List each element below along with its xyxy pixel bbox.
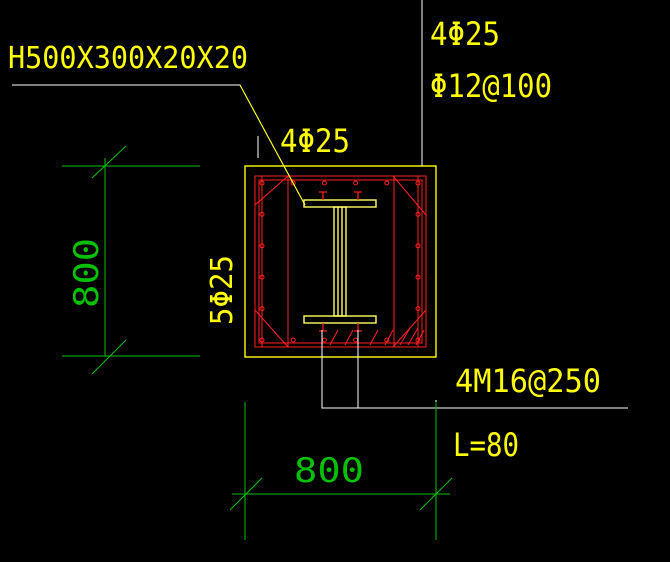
height-dimension <box>62 145 200 375</box>
width-dimension-text: 800 <box>294 451 364 491</box>
rebar-dot <box>259 274 265 280</box>
rebar-dot <box>415 274 421 280</box>
rebar-dot <box>290 180 296 186</box>
section-steel-leader <box>239 84 306 206</box>
rebar-dot <box>259 211 265 217</box>
rebar-dot <box>353 180 359 186</box>
rebar-dot <box>290 337 296 343</box>
longitudinal-bars <box>259 180 421 343</box>
rebar-dot <box>321 180 327 186</box>
rebar-dot <box>415 306 421 312</box>
section-steel-label: H500X300X20X20 <box>8 41 248 76</box>
rebar-dot <box>415 337 421 343</box>
rebar-dot <box>415 243 421 249</box>
shear-studs <box>319 191 362 332</box>
rebar-dot <box>415 211 421 217</box>
rebar-dot <box>259 243 265 249</box>
width-dimension <box>229 402 453 540</box>
rebar-dot <box>259 306 265 312</box>
rebar-dot <box>415 180 421 186</box>
top-bars-column-label: 4Φ25 <box>430 15 500 53</box>
rebar-dot <box>259 180 265 186</box>
anchor-bolts-label: 4M16@250 <box>455 362 601 400</box>
rebar-dot <box>384 337 390 343</box>
bolt-length-label: L=80 <box>453 426 519 464</box>
top-bars-section-label: 4Φ25 <box>280 122 350 160</box>
concrete-column-outline <box>244 165 437 358</box>
hatch-marks <box>329 327 425 346</box>
rebar-dot <box>384 180 390 186</box>
rebar-dot <box>259 337 265 343</box>
h-steel-section <box>303 199 377 324</box>
height-dimension-text: 800 <box>67 238 107 308</box>
stirrup-label: Φ12@100 <box>430 67 552 105</box>
side-bars-label: 5Φ25 <box>205 255 240 325</box>
